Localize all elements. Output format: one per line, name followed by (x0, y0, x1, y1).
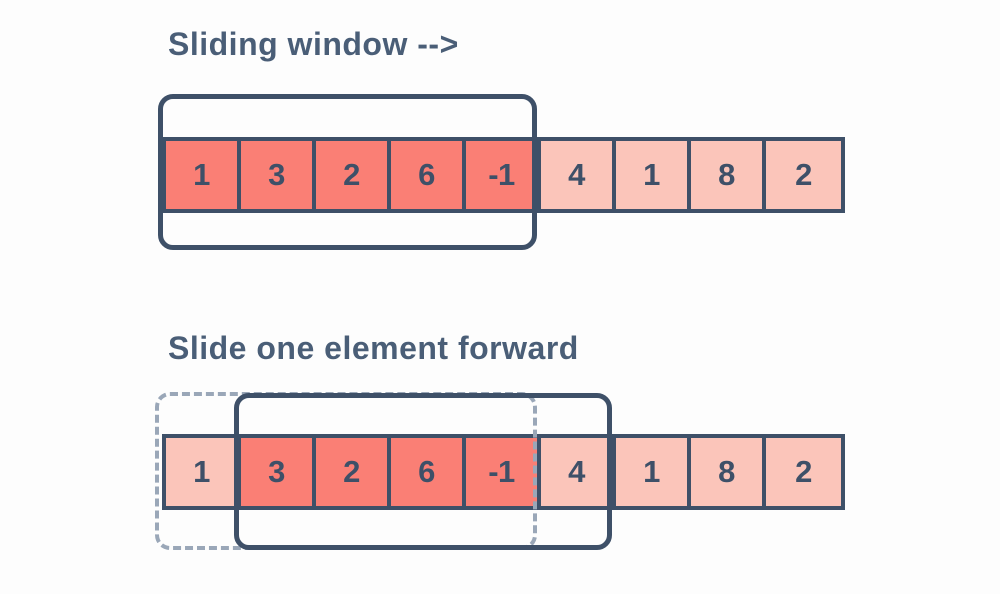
array-cell: 2 (316, 438, 391, 506)
page-title-sliding-window: Sliding window --> (168, 26, 459, 62)
array-cell: 8 (691, 141, 766, 209)
array-cell: 1 (166, 438, 241, 506)
array-cell: 2 (316, 141, 391, 209)
array-cell: 2 (766, 141, 841, 209)
array-cell: 1 (166, 141, 241, 209)
array-cell: 1 (616, 438, 691, 506)
page-title-slide-forward: Slide one element forward (168, 330, 579, 366)
array-cell: 2 (766, 438, 841, 506)
array-cell: 3 (241, 438, 316, 506)
array-cell: 4 (541, 141, 616, 209)
array-cell: 6 (391, 141, 466, 209)
array-cell: 8 (691, 438, 766, 506)
array-cell: 6 (391, 438, 466, 506)
array-cell: -1 (466, 438, 541, 506)
array-cell: 1 (616, 141, 691, 209)
array-cell: -1 (466, 141, 541, 209)
array-cell: 3 (241, 141, 316, 209)
array-cell: 4 (541, 438, 616, 506)
